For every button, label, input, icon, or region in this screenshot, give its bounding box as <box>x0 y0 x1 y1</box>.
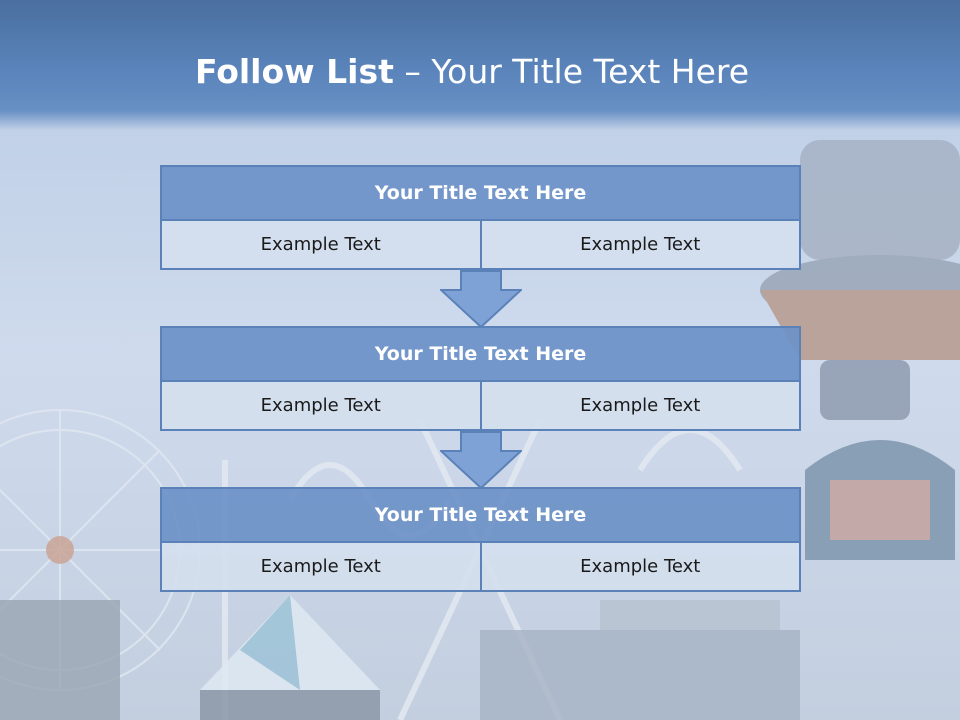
follow-list-block-3: Your Title Text Here Example Text Exampl… <box>160 487 801 592</box>
follow-list-block-1: Your Title Text Here Example Text Exampl… <box>160 165 801 270</box>
block-title: Your Title Text Here <box>160 165 801 221</box>
slide-title: Follow List – Your Title Text Here <box>0 52 944 91</box>
header-band <box>0 0 960 130</box>
block-cell-left: Example Text <box>162 382 480 429</box>
block-cell-right: Example Text <box>479 382 799 429</box>
block-cell-left: Example Text <box>162 221 480 268</box>
slide-title-bold: Follow List <box>194 52 394 91</box>
follow-list-block-2: Your Title Text Here Example Text Exampl… <box>160 326 801 431</box>
block-row: Example Text Example Text <box>160 221 801 270</box>
down-arrow-icon <box>440 431 522 489</box>
block-cell-right: Example Text <box>479 221 799 268</box>
down-arrow-icon <box>440 270 522 328</box>
block-title: Your Title Text Here <box>160 487 801 543</box>
slide-title-rest: – Your Title Text Here <box>393 52 750 91</box>
block-row: Example Text Example Text <box>160 543 801 592</box>
block-cell-left: Example Text <box>162 543 480 590</box>
block-title: Your Title Text Here <box>160 326 801 382</box>
block-cell-right: Example Text <box>479 543 799 590</box>
block-row: Example Text Example Text <box>160 382 801 431</box>
